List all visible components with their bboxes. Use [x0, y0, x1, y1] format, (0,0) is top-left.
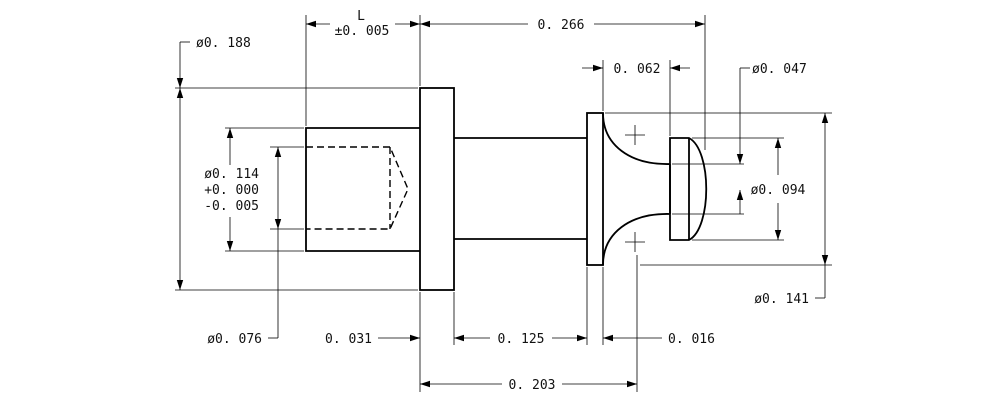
head-diameter-label: ø0. 188	[196, 36, 251, 51]
head-flange	[419, 87, 455, 291]
flange-thickness-label: 0. 016	[668, 332, 715, 347]
drill-diameter-label: ø0. 076	[207, 332, 262, 347]
shank	[454, 137, 587, 240]
head-thickness-label: 0. 031	[325, 332, 372, 347]
hidden-bore	[306, 146, 409, 230]
shoulder-length-label: 0. 203	[509, 378, 556, 393]
thin-flange	[586, 112, 604, 266]
barrel-body	[305, 127, 420, 252]
bore-tolerance-plus-label: +0. 000	[204, 183, 259, 198]
groove-width-label: 0. 062	[614, 62, 661, 77]
dimension-labels: L ±0. 005 0. 266 ø0. 188 0. 062 ø0. 047 …	[196, 9, 809, 393]
length-label: L	[357, 9, 365, 24]
dimension-lines	[176, 20, 829, 388]
center-marks	[625, 125, 645, 252]
extension-lines	[175, 15, 832, 392]
shank-length-label: 0. 125	[498, 332, 545, 347]
bore-diameter-label: ø0. 114	[204, 167, 259, 182]
flange-diameter-label: ø0. 141	[754, 292, 809, 307]
part-outline	[305, 87, 708, 291]
bore-tolerance-minus-label: -0. 005	[204, 199, 259, 214]
tip-diameter-label: ø0. 094	[751, 183, 806, 198]
tip-small-diameter-label: ø0. 047	[752, 62, 807, 77]
length-tolerance-label: ±0. 005	[335, 24, 390, 39]
overall-length-label: 0. 266	[538, 18, 585, 33]
